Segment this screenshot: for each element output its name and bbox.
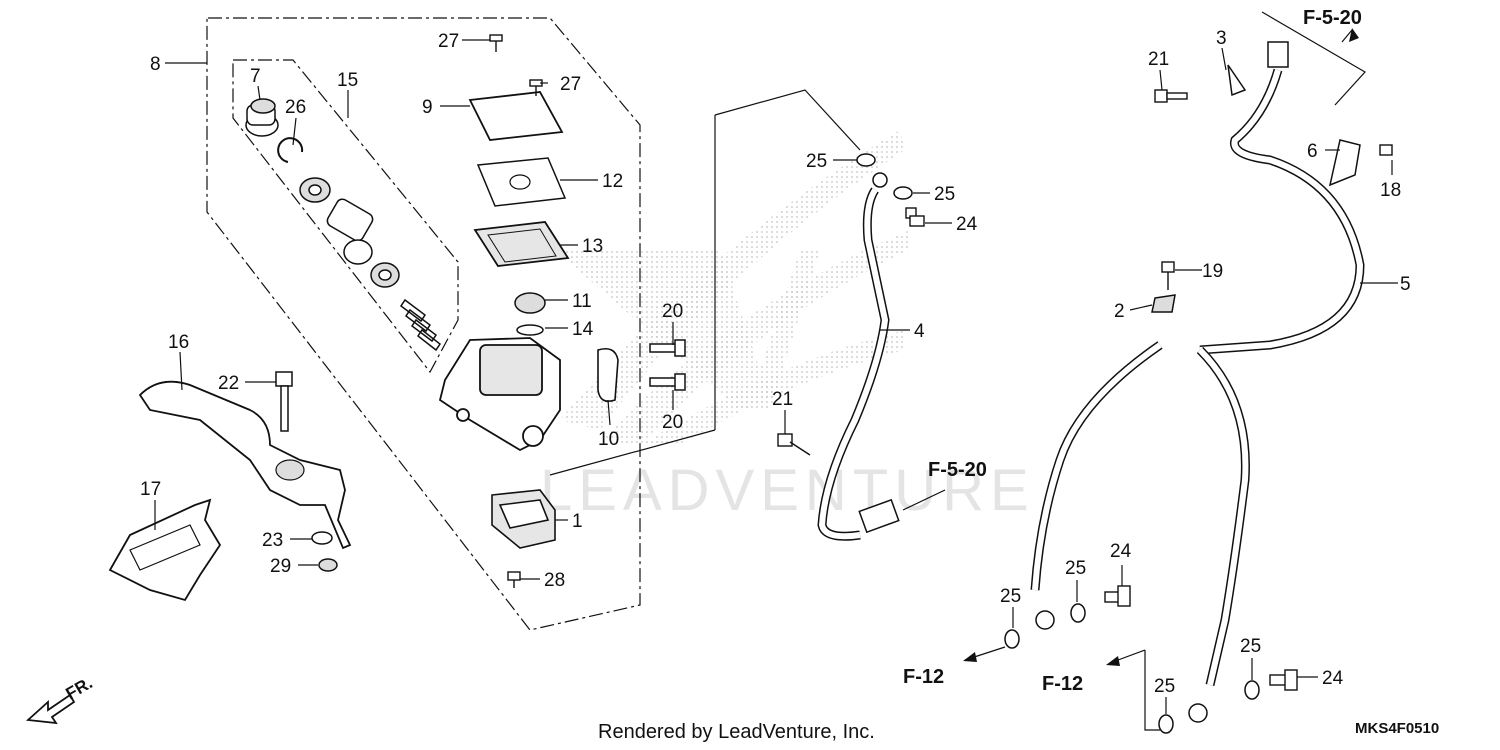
part-18-bolt bbox=[1379, 144, 1393, 156]
callout-25b: 25 bbox=[934, 184, 955, 205]
callout-18: 18 bbox=[1380, 180, 1401, 201]
callout-20b: 20 bbox=[662, 412, 683, 433]
callout-21b: 21 bbox=[1148, 49, 1169, 70]
part-26-circlip bbox=[277, 137, 304, 163]
part-24-bolt-b bbox=[1104, 585, 1131, 607]
part-28-screw bbox=[507, 571, 521, 588]
part-20-bolts bbox=[649, 339, 686, 391]
part-7-boot bbox=[245, 98, 279, 137]
part-11-float bbox=[514, 292, 546, 314]
callout-26: 26 bbox=[285, 97, 306, 118]
part-25-washer-d bbox=[1004, 629, 1020, 649]
part-25-washer-c bbox=[1070, 603, 1086, 623]
callout-8: 8 bbox=[150, 54, 161, 75]
callout-15: 15 bbox=[337, 70, 358, 91]
callout-4: 4 bbox=[914, 321, 925, 342]
part-6-clamp bbox=[1328, 139, 1361, 187]
callout-12: 12 bbox=[602, 171, 623, 192]
part-27-screws bbox=[489, 34, 543, 96]
part-9-reservoir-cover bbox=[468, 91, 564, 141]
ref-f-12-right[interactable]: F-12 bbox=[1042, 673, 1083, 695]
callout-6: 6 bbox=[1307, 141, 1318, 162]
callout-25a: 25 bbox=[806, 151, 827, 172]
watermark-text: LEADVENTURE bbox=[540, 458, 1035, 523]
part-12-plate bbox=[476, 157, 567, 207]
callout-29: 29 bbox=[270, 556, 291, 577]
diagram-code: MKS4F0510 bbox=[1355, 720, 1439, 737]
callout-25c: 25 bbox=[1065, 558, 1086, 579]
callout-24c: 24 bbox=[1322, 668, 1344, 689]
callout-1: 1 bbox=[572, 511, 583, 532]
callout-labels: 8 7 26 15 27 27 9 12 13 11 14 10 20 20 1… bbox=[140, 28, 1411, 697]
ref-f-5-20-mid[interactable]: F-5-20 bbox=[928, 459, 987, 481]
part-25-washer-b bbox=[893, 186, 913, 200]
callout-23: 23 bbox=[262, 530, 283, 551]
callout-2: 2 bbox=[1114, 301, 1125, 322]
callout-14: 14 bbox=[572, 319, 594, 340]
part-19-bolt bbox=[1161, 261, 1175, 290]
callout-25f: 25 bbox=[1154, 676, 1175, 697]
callout-17: 17 bbox=[140, 479, 161, 500]
part-29-nut bbox=[318, 558, 338, 572]
part-14-ring bbox=[516, 324, 544, 336]
callout-27a: 27 bbox=[438, 31, 459, 52]
callout-16: 16 bbox=[168, 332, 189, 353]
callout-3: 3 bbox=[1216, 28, 1227, 49]
part-10-holder bbox=[597, 347, 619, 403]
callout-24b: 24 bbox=[1110, 541, 1132, 562]
part-5-hose bbox=[1030, 41, 1365, 723]
callout-11: 11 bbox=[572, 291, 592, 312]
callout-24a: 24 bbox=[956, 214, 978, 235]
master-cylinder-body bbox=[438, 337, 561, 452]
part-22-bolt bbox=[275, 371, 293, 432]
part-23-washer bbox=[311, 531, 333, 545]
part-4-hose bbox=[817, 172, 900, 541]
part-2-clamp bbox=[1151, 294, 1176, 313]
callout-20a: 20 bbox=[662, 301, 683, 322]
part-25-washer-f bbox=[1158, 714, 1174, 734]
callout-28: 28 bbox=[544, 570, 565, 591]
part-25-washer-a bbox=[856, 153, 876, 167]
callout-25e: 25 bbox=[1240, 636, 1261, 657]
part-15-piston bbox=[299, 177, 442, 352]
ref-f-5-20-top[interactable]: F-5-20 bbox=[1303, 7, 1362, 29]
part-21-bolt-b bbox=[1154, 89, 1188, 103]
callout-7: 7 bbox=[250, 66, 261, 87]
callout-25d: 25 bbox=[1000, 586, 1021, 607]
part-1-switch bbox=[491, 489, 556, 549]
part-17-guard bbox=[108, 498, 222, 602]
part-21-bolt-a bbox=[777, 433, 811, 456]
watermark-logo bbox=[555, 130, 910, 445]
callout-5: 5 bbox=[1400, 274, 1411, 295]
assembly-bracket-hose4 bbox=[714, 89, 861, 151]
credit-text: Rendered by LeadVenture, Inc. bbox=[598, 721, 875, 743]
part-3-clip bbox=[1227, 64, 1247, 97]
part-16-lever bbox=[138, 380, 352, 550]
assembly-bracket-8 bbox=[206, 17, 641, 631]
part-13-diaphragm bbox=[473, 221, 570, 267]
callout-13: 13 bbox=[582, 236, 603, 257]
callout-9: 9 bbox=[422, 97, 433, 118]
callout-27b: 27 bbox=[560, 74, 581, 95]
part-24-bolt-c bbox=[1269, 669, 1298, 691]
part-24-bolt-a bbox=[905, 207, 925, 227]
callout-21a: 21 bbox=[772, 389, 793, 410]
callout-22: 22 bbox=[218, 373, 239, 394]
assembly-bracket-15 bbox=[232, 59, 459, 374]
callout-10: 10 bbox=[598, 429, 619, 450]
callout-19: 19 bbox=[1202, 261, 1223, 282]
ref-f-12-left[interactable]: F-12 bbox=[903, 666, 944, 688]
part-25-washer-e bbox=[1244, 680, 1260, 700]
front-arrow-icon: FR. bbox=[25, 673, 96, 725]
